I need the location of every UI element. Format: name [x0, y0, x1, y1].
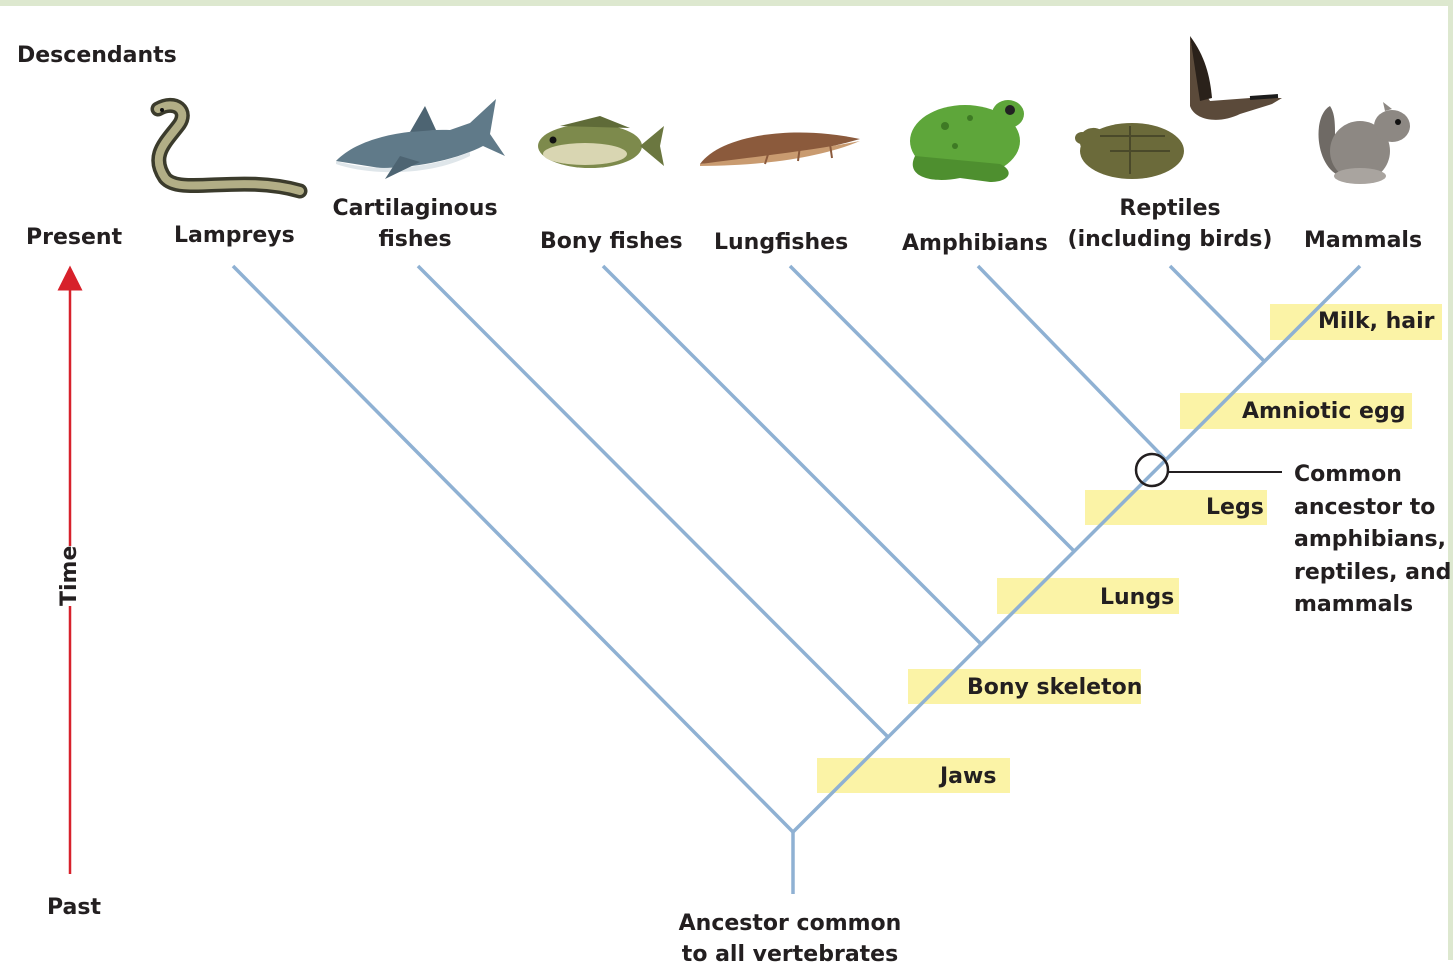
- squirrel-icon: [1319, 102, 1410, 184]
- frog-icon: [910, 100, 1024, 182]
- time-axis-label: Time: [55, 546, 85, 606]
- time-axis-past: Past: [47, 892, 101, 923]
- lamprey-icon: [158, 105, 300, 191]
- taxon-label-reptiles: Reptiles (including birds): [1065, 193, 1275, 255]
- branch-cartilaginous-fishes: [418, 266, 888, 737]
- trait-label-legs: Legs: [1206, 492, 1264, 523]
- taxon-label-amphibians: Amphibians: [902, 228, 1048, 259]
- trait-label-bony-skeleton: Bony skeleton: [967, 672, 1142, 703]
- trait-label-amniotic-egg: Amniotic egg: [1242, 396, 1405, 427]
- time-axis-present: Present: [26, 222, 122, 253]
- taxon-label-cartilaginous-fishes: Cartilaginous fishes: [315, 193, 515, 255]
- taxon-label-mammals: Mammals: [1304, 225, 1422, 256]
- common-ancestor-node: [1136, 454, 1168, 486]
- root-ancestor-label: Ancestor common to all vertebrates: [660, 908, 920, 970]
- turtle-goose-icon: [1075, 36, 1282, 179]
- branch-bony-fishes: [603, 266, 981, 644]
- trait-label-milk-hair: Milk, hair: [1318, 306, 1435, 337]
- lungfish-icon: [700, 132, 860, 166]
- branch-reptiles: [1170, 266, 1264, 361]
- branch-lampreys: [233, 266, 793, 832]
- trait-label-lungs: Lungs: [1100, 582, 1174, 613]
- bass-fish-icon: [538, 116, 664, 168]
- taxon-label-lungfishes: Lungfishes: [714, 227, 848, 258]
- main-spine: [793, 266, 1360, 832]
- common-ancestor-callout: Common ancestor to amphibians, reptiles,…: [1294, 459, 1451, 622]
- taxon-label-bony-fishes: Bony fishes: [540, 226, 683, 257]
- cladogram-tree: [0, 6, 1453, 966]
- shark-icon: [336, 99, 505, 179]
- branch-lungfishes: [790, 266, 1074, 551]
- taxon-label-lampreys: Lampreys: [174, 220, 295, 251]
- trait-label-jaws: Jaws: [940, 761, 996, 792]
- descendants-heading: Descendants: [17, 40, 177, 71]
- branch-amphibians: [978, 266, 1166, 460]
